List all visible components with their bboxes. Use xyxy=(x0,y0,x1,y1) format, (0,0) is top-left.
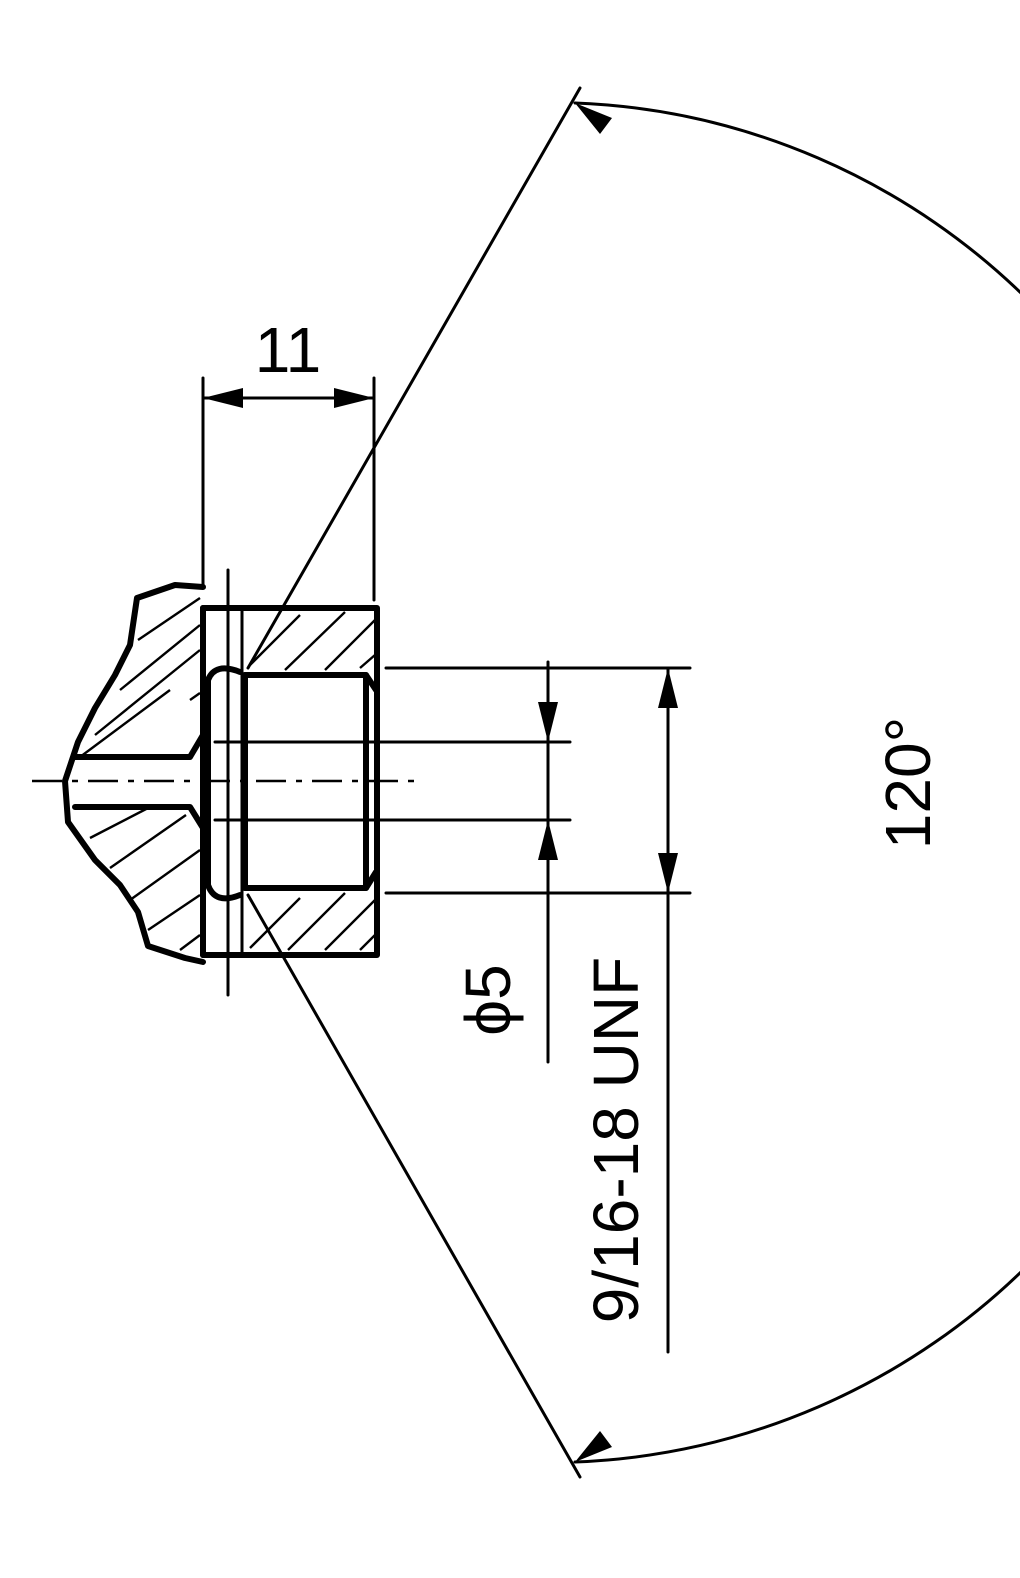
bore-diameter-dimension: ϕ5 xyxy=(452,660,558,1064)
part-body xyxy=(62,582,206,965)
angle-dimension: 120° xyxy=(246,86,1020,1479)
depth-dimension: 11 xyxy=(201,314,376,602)
thread-dimension: 9/16-18 UNF xyxy=(384,666,692,1354)
port-section xyxy=(32,568,572,997)
angle-label: 120° xyxy=(872,717,944,849)
thread-label: 9/16-18 UNF xyxy=(580,957,652,1323)
bore-diameter-label: ϕ5 xyxy=(452,964,524,1035)
depth-label: 11 xyxy=(255,314,321,386)
